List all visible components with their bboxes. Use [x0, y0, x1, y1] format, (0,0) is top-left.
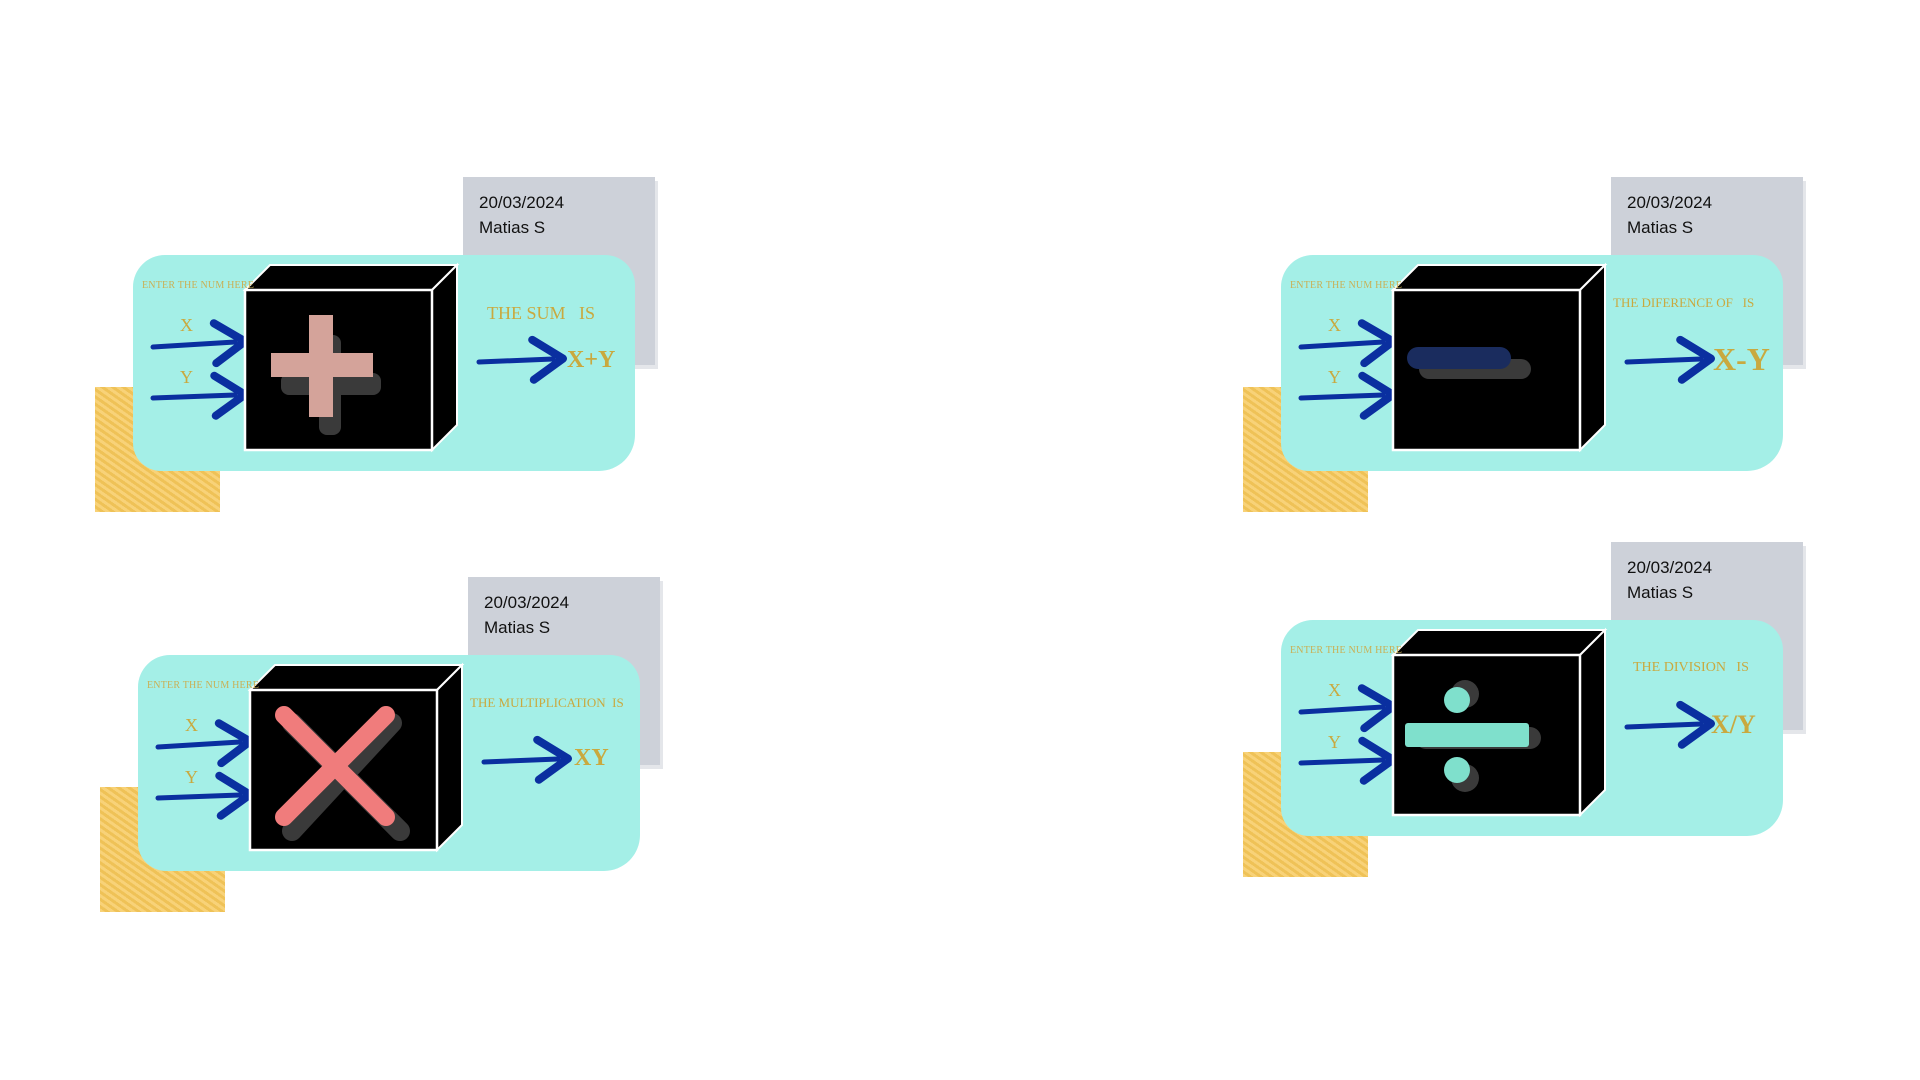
division-card: 20/03/2024 Matias S ENTER THE NUM HERE X…: [1243, 542, 1843, 902]
input-x-label: X: [185, 715, 198, 735]
input-x-label: X: [1328, 315, 1341, 335]
input-y-label: Y: [1328, 732, 1341, 752]
note-author: Matias S: [1627, 218, 1694, 237]
function-box: [1390, 627, 1608, 818]
input-y-arrow: [1298, 736, 1397, 785]
input-hint: ENTER THE NUM HERE: [147, 680, 260, 691]
output-arrow: [1624, 700, 1715, 749]
input-hint: ENTER THE NUM HERE: [1290, 280, 1403, 291]
multiplication-card: 20/03/2024 Matias S ENTER THE NUM HERE X…: [100, 577, 700, 937]
output-arrow: [481, 735, 572, 784]
input-y-label: Y: [185, 767, 198, 787]
note-date: 20/03/2024: [1627, 193, 1713, 212]
result-label: THE DIVISION IS: [1633, 660, 1749, 675]
input-x-arrow: [1298, 319, 1397, 368]
result-value: X+Y: [567, 347, 616, 373]
function-diagram: [155, 662, 572, 853]
output-arrow: [476, 335, 567, 384]
result-label: THE SUM IS: [487, 303, 596, 323]
input-x-arrow: [150, 319, 249, 368]
input-y-label: Y: [1328, 367, 1341, 387]
function-diagram: [1298, 262, 1715, 453]
input-y-label: Y: [180, 367, 193, 387]
result-label: THE MULTIPLICATION IS: [470, 695, 624, 710]
result-value: XY: [574, 745, 609, 771]
divide-icon: [1405, 680, 1541, 792]
input-y-arrow: [155, 771, 254, 820]
note-date: 20/03/2024: [484, 593, 570, 612]
input-y-arrow: [1298, 371, 1397, 420]
function-diagram: [1298, 627, 1715, 818]
result-value: X-Y: [1713, 341, 1770, 377]
input-y-arrow: [150, 371, 249, 420]
input-x-label: X: [180, 315, 193, 335]
multiply-icon: [275, 706, 410, 841]
note-author: Matias S: [484, 618, 551, 637]
input-x-arrow: [1298, 684, 1397, 733]
input-hint: ENTER THE NUM HERE: [142, 280, 255, 291]
input-x-arrow: [155, 719, 254, 768]
result-label: THE DIFERENCE OF IS: [1613, 295, 1755, 310]
input-hint: ENTER THE NUM HERE: [1290, 645, 1403, 656]
note-author: Matias S: [479, 218, 546, 237]
minus-icon: [1407, 347, 1531, 379]
plus-icon: [271, 315, 381, 435]
input-x-label: X: [1328, 680, 1341, 700]
result-value: X/Y: [1711, 710, 1756, 739]
note-author: Matias S: [1627, 583, 1694, 602]
output-arrow: [1624, 335, 1715, 384]
note-date: 20/03/2024: [1627, 558, 1713, 577]
sum-card: 20/03/2024 Matias S ENTER THE NUM HERE X…: [95, 177, 695, 537]
note-date: 20/03/2024: [479, 193, 565, 212]
difference-card: 20/03/2024 Matias S ENTER THE NUM HERE X…: [1243, 177, 1843, 537]
function-diagram: [150, 262, 567, 453]
